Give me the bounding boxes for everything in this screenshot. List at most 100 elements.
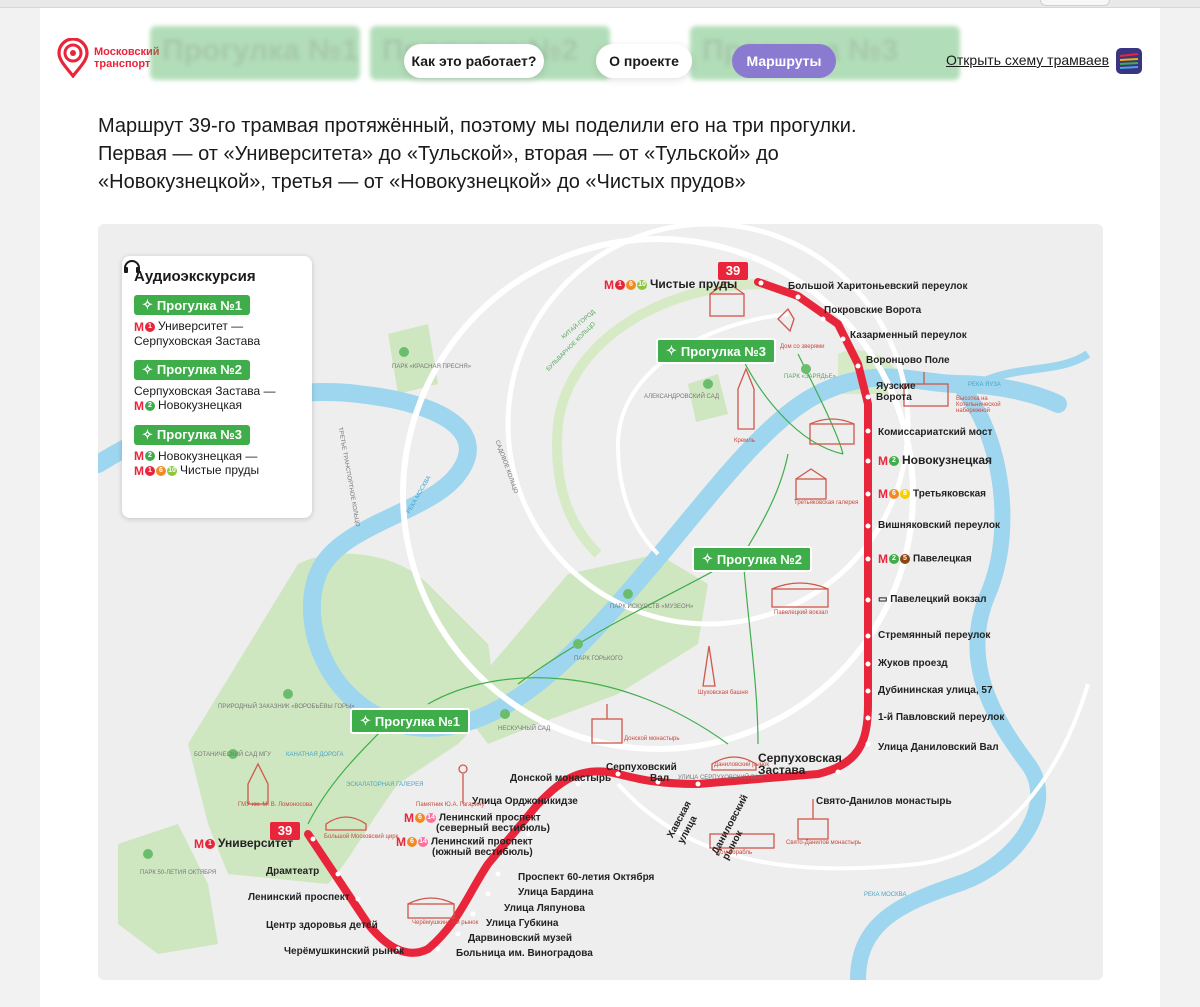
- stop-leninsky-prospekt[interactable]: Ленинский проспект: [248, 892, 350, 903]
- logo[interactable]: Московский транспорт: [56, 38, 164, 78]
- stop-serpukhovskaya[interactable]: Серпуховская: [758, 751, 842, 765]
- stop-vishnyakovsky[interactable]: Вишняковский переулок: [878, 520, 1001, 531]
- stop-prospekt-60[interactable]: Проспект 60-летия Октября: [518, 872, 655, 883]
- stop-cheryomushkinsky-rynok[interactable]: Черёмушкинский рынок: [284, 946, 405, 957]
- stop-svyato-danilov[interactable]: Свято-Данилов монастырь: [816, 796, 952, 807]
- stop-serpukhovsky[interactable]: Серпуховский: [606, 762, 677, 773]
- legend-walk2-badge[interactable]: ✧ Прогулка №2: [134, 359, 250, 380]
- place-muzeon: ПАРК ИСКУССТВ «МУЗЕОН»: [610, 604, 694, 610]
- stop-label: Чистые пруды: [650, 277, 738, 291]
- stop-pokrovskie-vorota[interactable]: Покровские Ворота: [824, 305, 922, 316]
- place-svyato-danilov: Свято-Данилов монастырь: [786, 840, 862, 846]
- place-aleks: АЛЕКСАНДРОВСКИЙ САД: [644, 394, 720, 400]
- stop-zastava[interactable]: Застава: [758, 763, 806, 777]
- place-eskalator: ЭСКАЛАТОРНАЯ ГАЛЕРЕЯ: [346, 782, 424, 788]
- stop-leninsky-north-sub[interactable]: (северный вестибюль): [436, 823, 550, 834]
- stop-stremyanny[interactable]: Стремянный переулок: [878, 630, 991, 641]
- stop-lyapunova[interactable]: Улица Ляпунова: [504, 903, 585, 914]
- stop-val[interactable]: Вал: [650, 773, 670, 784]
- stop-label: Университет: [218, 836, 294, 850]
- stop-dots: [310, 280, 871, 952]
- stop-vorota[interactable]: Ворота: [876, 392, 912, 403]
- stop-komissariatsky[interactable]: Комиссариатский мост: [878, 427, 993, 438]
- intro-text: Маршрут 39-го трамвая протяжённый, поэто…: [98, 115, 857, 193]
- stop-bolshoy-kharitonyevsky[interactable]: Большой Харитоньевский переулок: [788, 281, 968, 292]
- tram-scheme-icon[interactable]: [1116, 48, 1142, 74]
- stop-1-pavlovsky[interactable]: 1-й Павловский переулок: [878, 712, 1005, 723]
- browser-tab-edge: [1040, 0, 1110, 6]
- legend-walk1-badge[interactable]: ✧ Прогулка №1: [134, 295, 250, 315]
- river-yauza: [976, 350, 1091, 388]
- stop-kazarmenny[interactable]: Казарменный переулок: [850, 330, 967, 341]
- open-tram-scheme-link[interactable]: Открыть схему трамваев: [946, 52, 1110, 68]
- legend-walk2-label: Прогулка №2: [156, 362, 242, 378]
- walk2-connector-b: [742, 555, 759, 745]
- stop-bardina[interactable]: Улица Бардина: [518, 887, 594, 898]
- stop-donskoy[interactable]: Донской монастырь: [510, 773, 612, 784]
- logo-line2: транспорт: [94, 58, 151, 70]
- stop-label: Павелецкая: [913, 553, 972, 565]
- stop-dubininskaya[interactable]: Дубининская улица, 57: [878, 685, 993, 696]
- park-50: [118, 824, 218, 954]
- stop-paveletsky-vokzal[interactable]: ▭ Павелецкий вокзал: [878, 594, 986, 606]
- place-cirk: Большой Московский цирк: [324, 834, 399, 840]
- place-donskoy: Донской монастырь: [624, 736, 680, 742]
- stop-danilovsky-val[interactable]: Улица Даниловский Вал: [878, 742, 999, 753]
- stop-vorontsovo-pole[interactable]: Воронцово Поле: [866, 355, 950, 366]
- stop-gubkina[interactable]: Улица Губкина: [486, 918, 559, 929]
- place-kanat: КАНАТНАЯ ДОРОГА: [286, 752, 344, 758]
- browser-strip: [0, 0, 1200, 8]
- map-walk2-tag[interactable]: ✧Прогулка №2: [692, 546, 812, 572]
- legend-title-text: Аудиоэкскурсия: [134, 268, 256, 285]
- legend-walk3-line1: Новокузнецкая —: [158, 448, 258, 463]
- nav-about-button[interactable]: О проекте: [596, 44, 692, 78]
- stop-leninsky-south-sub[interactable]: (южный вестибюль): [432, 847, 533, 858]
- stop-zhukov-proezd[interactable]: Жуков проезд: [878, 658, 948, 669]
- stop-yauzskie[interactable]: Яузские: [876, 381, 916, 392]
- train-icon: ▭: [878, 594, 891, 605]
- stop-darvinovsky[interactable]: Дарвиновский музей: [468, 933, 573, 944]
- map-walk1-tag[interactable]: ✧Прогулка №1: [350, 708, 470, 734]
- place-cheryom-rynok: Черёмушкинский рынок: [412, 920, 479, 926]
- nav-how-it-works-button[interactable]: Как это работает?: [404, 44, 544, 78]
- stop-dramteatr[interactable]: Драмтеатр: [266, 866, 320, 877]
- ghost-tab-1: Прогулка №1: [150, 26, 360, 80]
- place-presnya: ПАРК «КРАСНАЯ ПРЕСНЯ»: [392, 364, 472, 370]
- place-ulica-serp-val: УЛИЦА СЕРПУХОВСКИЙ ВАЛ: [678, 775, 763, 781]
- stop-centr-zdorovya[interactable]: Центр здоровья детей: [266, 920, 378, 931]
- legend-walk2-line2: Новокузнецкая: [158, 397, 242, 412]
- legend-walk3-badge[interactable]: ✧ Прогулка №3: [134, 424, 250, 445]
- walk3-connector-a: [737, 348, 844, 455]
- nav-routes-button[interactable]: Маршруты: [732, 44, 836, 78]
- map-walk3-tag[interactable]: ✧Прогулка №3: [656, 338, 776, 364]
- stop-ordzhonikidze[interactable]: Улица Орджоникидзе: [472, 796, 578, 807]
- place-vorobyovy: ПРИРОДНЫЙ ЗАКАЗНИК «ВОРОБЬЁВЫ ГОРЫ»: [218, 704, 355, 710]
- landmarks: [247, 281, 949, 919]
- place-botan: БОТАНИЧЕСКИЙ САД МГУ: [194, 752, 271, 758]
- place-gagarin: Памятник Ю.А. Гагарину: [416, 802, 485, 808]
- ring-south: [616, 683, 1090, 871]
- sparkle-icon: ✧: [142, 426, 153, 442]
- boulevard-ring: [552, 279, 769, 558]
- place-dom-zverey: Дом со зверями: [780, 344, 825, 350]
- legend-walk1-line2: Серпуховская Застава: [134, 333, 261, 348]
- place-dom-korabl: Дом-корабль: [716, 850, 753, 856]
- sparkle-icon: ✧: [142, 297, 153, 312]
- stop-label: Павелецкий вокзал: [890, 594, 987, 605]
- sparkle-icon: ✧: [702, 551, 713, 566]
- stop-vinogradova[interactable]: Больница им. Виноградова: [456, 948, 593, 959]
